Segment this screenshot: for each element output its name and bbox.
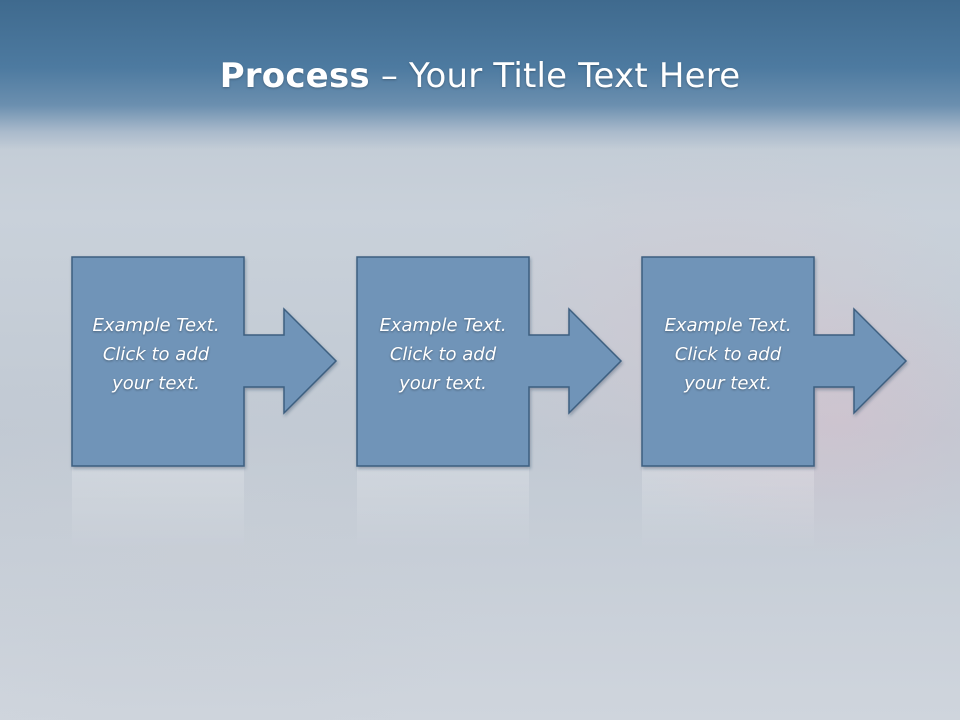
- step-2-arrow-shape: [356, 256, 623, 467]
- step-1-arrow-shape: [71, 256, 338, 467]
- title-bar: [0, 0, 960, 150]
- step-1-reflection: [72, 466, 244, 550]
- process-step-2[interactable]: [356, 256, 623, 550]
- step-2-text[interactable]: Example Text. Click to add your text.: [379, 315, 507, 394]
- step-2-reflection: [357, 466, 529, 550]
- step-3-arrow-shape: [641, 256, 908, 467]
- step-3-text[interactable]: Example Text. Click to add your text.: [664, 315, 792, 394]
- slide-title[interactable]: Process – Your Title Text Here: [0, 52, 960, 100]
- title-rest: – Your Title Text Here: [369, 56, 741, 96]
- process-step-1[interactable]: [71, 256, 338, 550]
- process-step-3[interactable]: [641, 256, 908, 550]
- step-1-text[interactable]: Example Text. Click to add your text.: [92, 315, 220, 394]
- step-3-reflection: [642, 466, 814, 550]
- title-strong: Process: [219, 56, 370, 96]
